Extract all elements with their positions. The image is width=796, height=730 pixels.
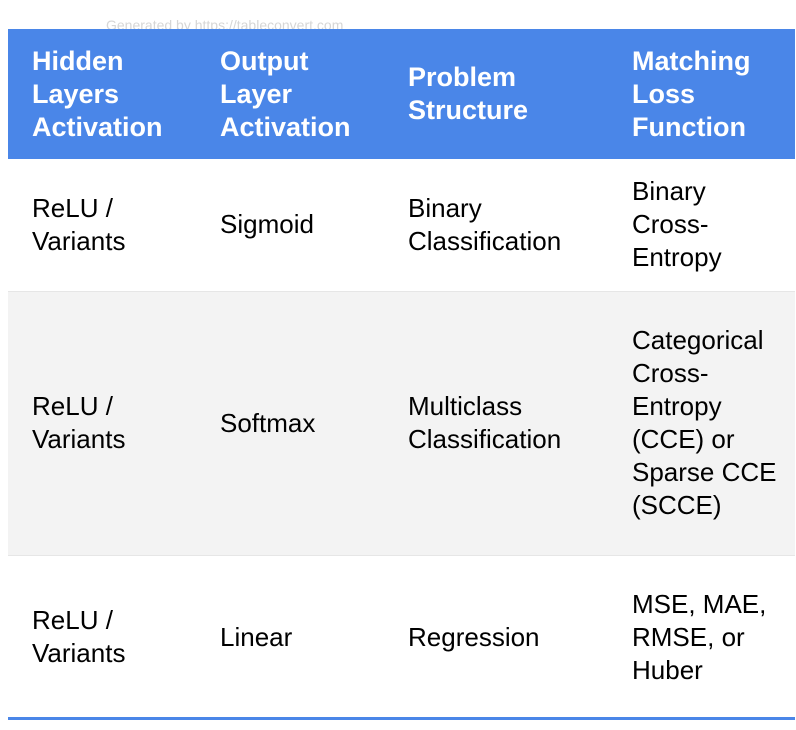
table-body: ReLU / Variants Sigmoid Binary Classific… bbox=[8, 159, 795, 719]
header-matching-loss-function: Matching Loss Function bbox=[632, 45, 751, 142]
activation-loss-table: Hidden Layers Activation Output Layer Ac… bbox=[8, 29, 795, 719]
table-row: ReLU / Variants Sigmoid Binary Classific… bbox=[8, 159, 795, 291]
header-row: Hidden Layers Activation Output Layer Ac… bbox=[8, 29, 795, 159]
cell-output-activation: Softmax bbox=[220, 407, 316, 438]
table-bottom-rule bbox=[8, 717, 795, 720]
cell-loss-function: Categorical Cross-Entropy (CCE) or Spars… bbox=[632, 325, 777, 520]
cell-loss-function: Binary Cross-Entropy bbox=[632, 176, 722, 273]
cell-problem-structure: Regression bbox=[408, 621, 540, 652]
cell-hidden-activation: ReLU / Variants bbox=[32, 605, 126, 669]
header-problem-structure: Problem Structure bbox=[408, 62, 529, 125]
table-header: Hidden Layers Activation Output Layer Ac… bbox=[8, 29, 795, 159]
cell-problem-structure: Binary Classification bbox=[408, 192, 562, 256]
table-row: ReLU / Variants Linear Regression MSE, M… bbox=[8, 555, 795, 719]
cell-output-activation: Linear bbox=[220, 621, 293, 652]
table-row: ReLU / Variants Softmax Multiclass Class… bbox=[8, 291, 795, 555]
cell-problem-structure: Multiclass Classification bbox=[408, 391, 562, 454]
header-output-layer-activation: Output Layer Activation bbox=[220, 45, 351, 142]
cell-hidden-activation: ReLU / Variants bbox=[32, 192, 126, 256]
watermark-text: Generated by https://tableconvert.com bbox=[106, 17, 344, 33]
cell-hidden-activation: ReLU / Variants bbox=[32, 391, 126, 454]
header-hidden-layers-activation: Hidden Layers Activation bbox=[32, 45, 163, 142]
cell-output-activation: Sigmoid bbox=[220, 209, 314, 240]
cell-loss-function: MSE, MAE, RMSE, or Huber bbox=[632, 588, 767, 685]
